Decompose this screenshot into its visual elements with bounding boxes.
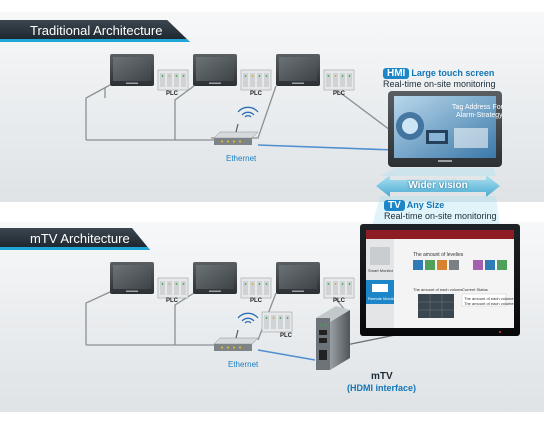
traditional-architecture-title: Traditional Architecture (0, 20, 190, 42)
hmi-tag: HMI (383, 68, 410, 79)
tv-display (360, 224, 520, 336)
top-hmi-panel-1 (110, 54, 154, 86)
top-wifi-icon (237, 106, 259, 118)
tv-menu-remote-monitor: Remote Monitor (368, 296, 397, 301)
hmi-subtitle: Real-time on-site monitoring (383, 79, 496, 89)
top-plc-2 (240, 69, 272, 91)
wider-vision-label: Wider vision (408, 180, 468, 191)
top-plc-label-3: PLC (333, 91, 345, 97)
top-plc-1 (157, 69, 189, 91)
bottom-plc-2 (240, 277, 272, 299)
tv-current-status: Current Status (462, 287, 488, 292)
tv-amount-levels: The amount of levelies (413, 252, 464, 258)
bottom-ethernet-label: Ethernet (228, 360, 259, 369)
bottom-plc-label-1: PLC (166, 298, 178, 304)
tv-amount-a: The amount of each volume (464, 296, 514, 301)
bottom-hmi-panel-2 (193, 262, 237, 294)
mtv-label: mTV (371, 371, 393, 382)
bottom-wifi-icon (237, 312, 259, 324)
top-ethernet-label: Ethernet (226, 154, 257, 163)
mtv-architecture-title: mTV Architecture (0, 228, 150, 250)
bottom-plc-label-3: PLC (333, 298, 345, 304)
bottom-plc-label-4: PLC (280, 333, 292, 339)
mtv-interface-label: (HDMI interface) (347, 383, 417, 393)
hmi-screen-line-1: Tag Address For (452, 104, 503, 111)
wider-vision-arrow (376, 175, 500, 197)
top-hmi-panel-2 (193, 54, 237, 86)
top-plc-3 (323, 69, 355, 91)
tv-tag: TV (384, 200, 405, 211)
top-plc-label-1: PLC (166, 91, 178, 97)
tv-tag-text: Any Size (406, 200, 445, 210)
tv-menu-smart-monitor: Smart Monitor (368, 268, 394, 273)
bottom-plc-3 (323, 277, 355, 299)
bottom-plc-1 (157, 277, 189, 299)
bottom-ethernet-router (213, 329, 259, 352)
top-plc-label-2: PLC (250, 91, 262, 97)
tv-subtitle: Real-time on-site monitoring (384, 211, 497, 221)
bottom-hmi-panel-1 (110, 262, 154, 294)
tv-amount-each: The amount of each volume (413, 287, 463, 292)
hmi-tag-text: Large touch screen (411, 68, 495, 78)
top-ethernet-router (213, 123, 259, 146)
bottom-plc-label-2: PLC (250, 298, 262, 304)
large-hmi-touch-screen (388, 91, 502, 167)
bottom-hmi-panel-3 (276, 262, 320, 294)
hmi-screen-line-2: Alarm-Strategy (456, 112, 503, 119)
tv-amount-b: The amount of each volume (464, 301, 514, 306)
mtv-box (316, 306, 350, 370)
top-hmi-panel-3 (276, 54, 320, 86)
bottom-plc-4 (261, 311, 293, 333)
